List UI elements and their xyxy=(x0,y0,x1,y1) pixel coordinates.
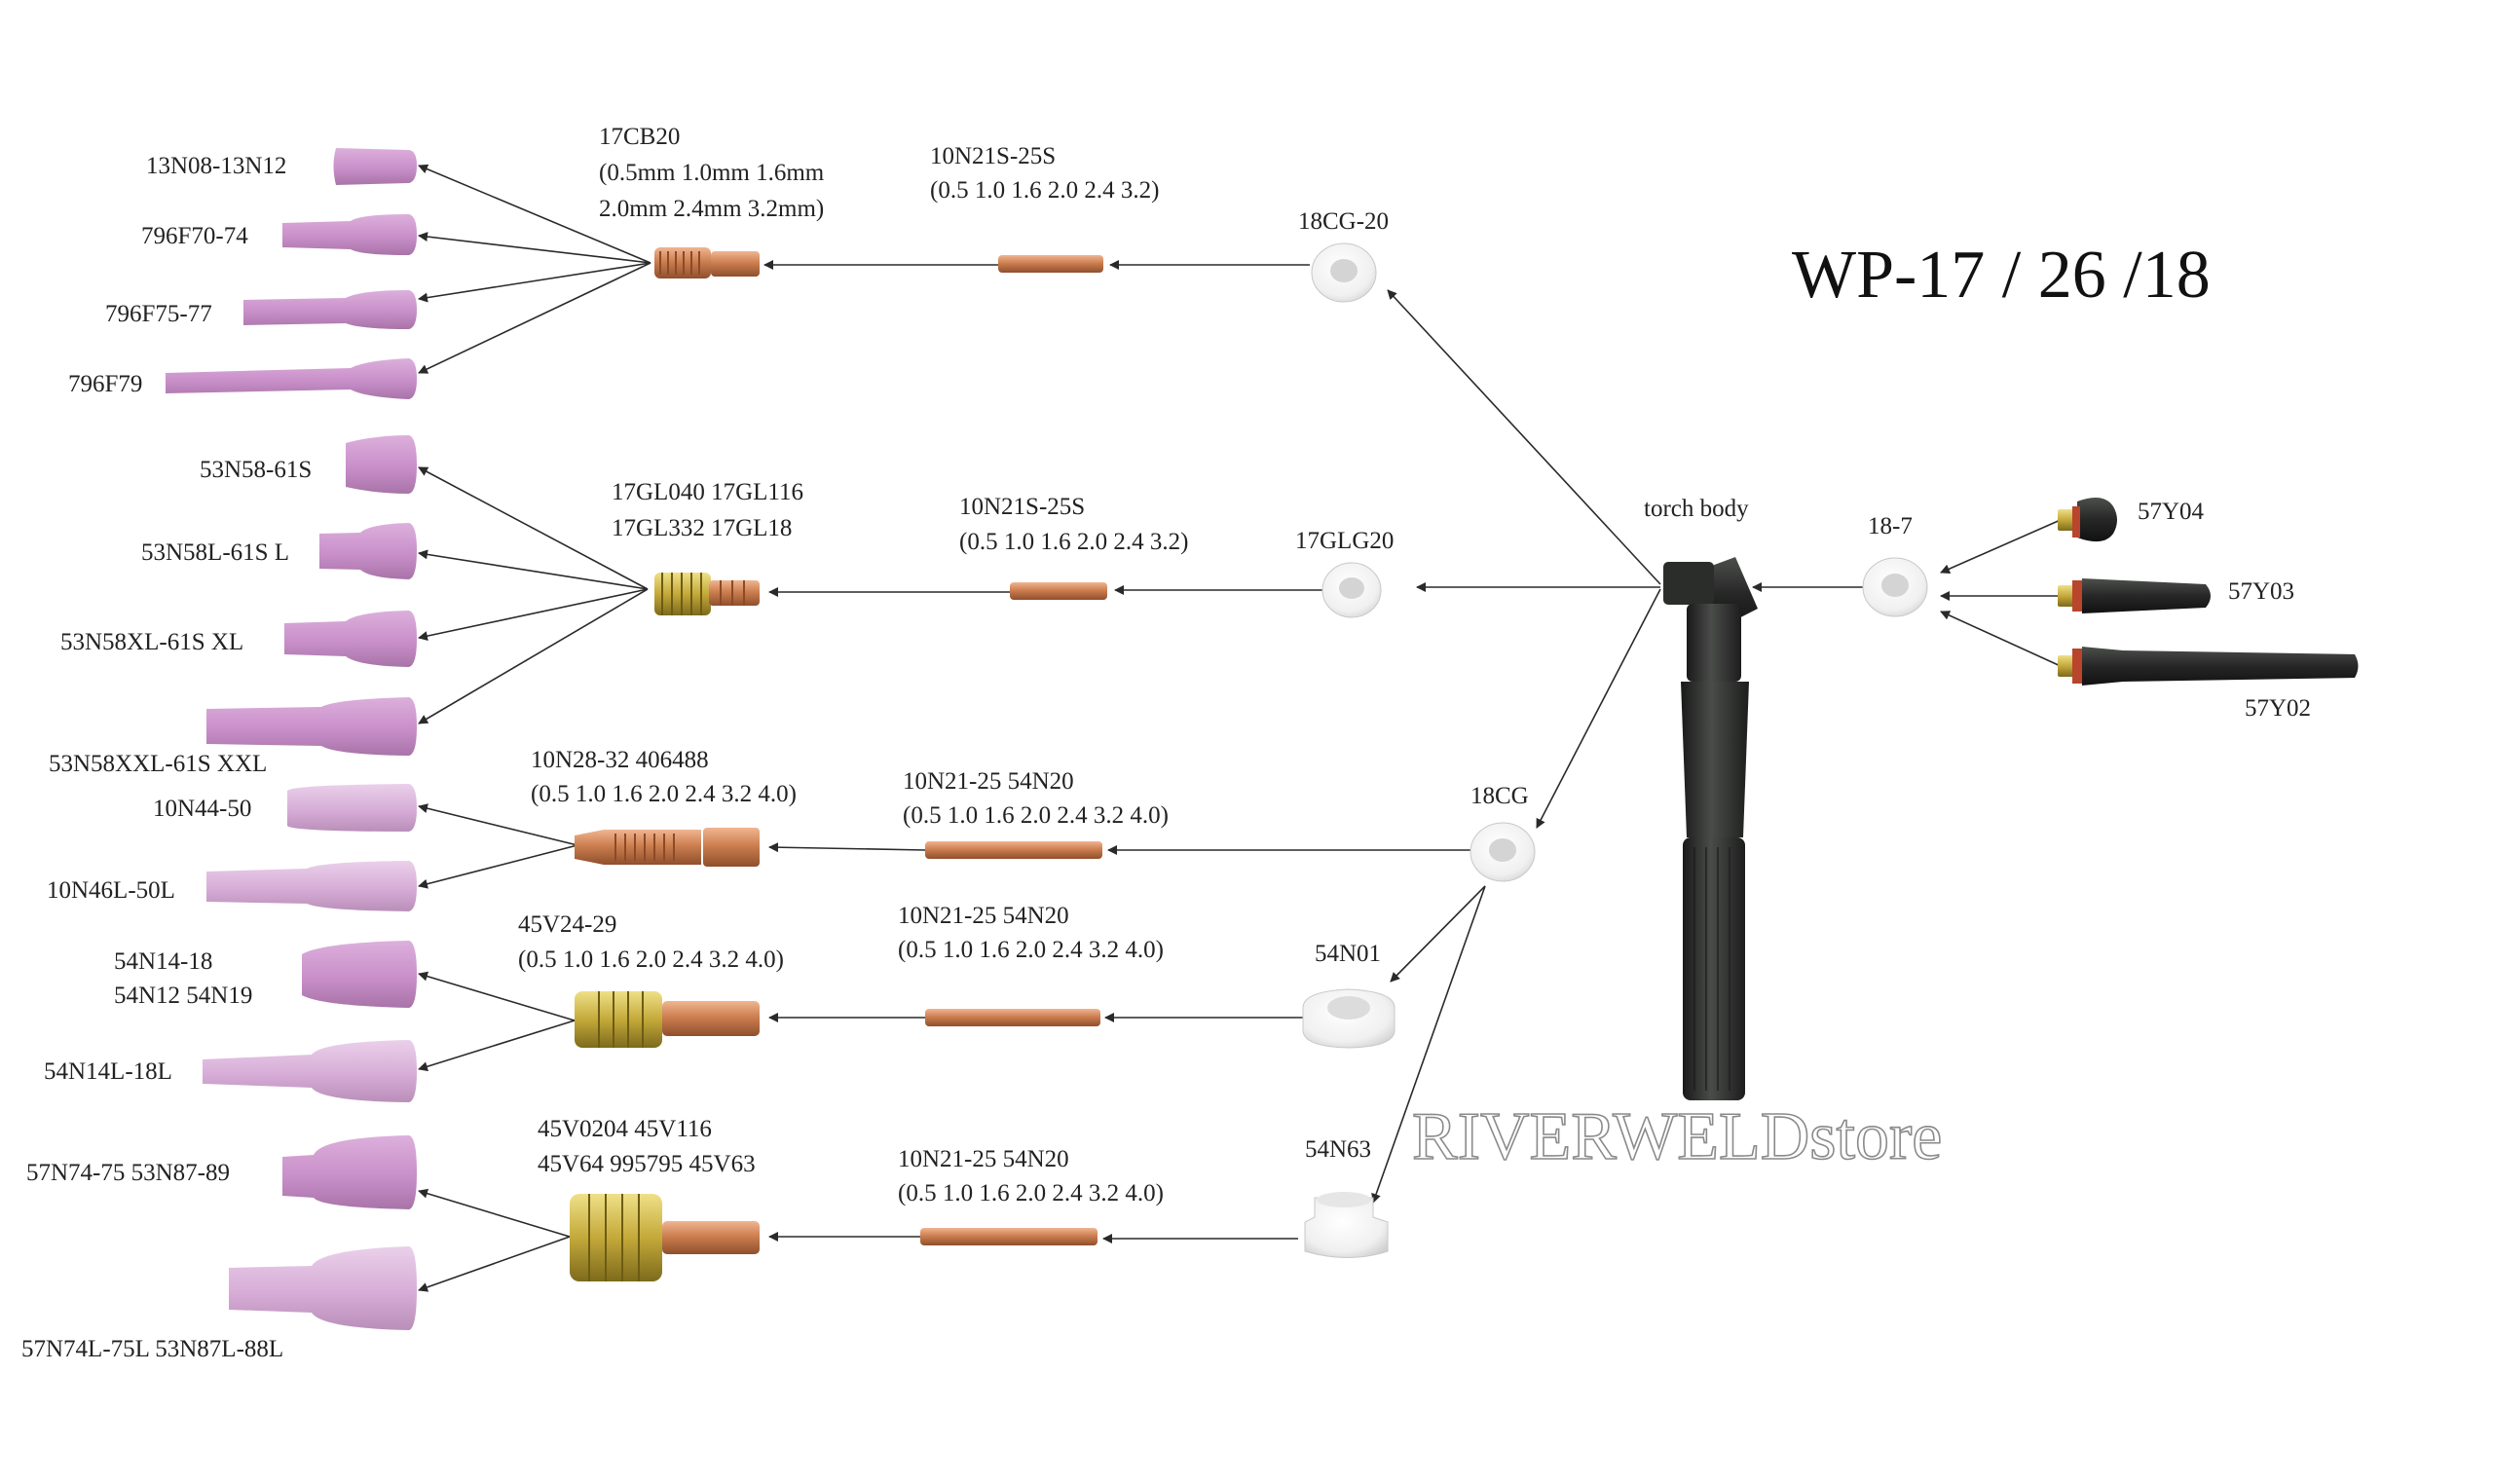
label-10N28: 10N28-32 406488 xyxy=(531,747,709,773)
label-17GLG20: 17GLG20 xyxy=(1295,528,1394,554)
label-torch-body: torch body xyxy=(1644,496,1749,522)
label-10N44: 10N44-50 xyxy=(153,796,251,822)
collet-4 xyxy=(925,1009,1100,1026)
insulator-18CG xyxy=(1470,822,1536,882)
insulator-54N01 xyxy=(1302,988,1395,1049)
cup-53N58XXL xyxy=(206,697,417,756)
insulator-54N63 xyxy=(1304,1192,1389,1258)
label-53N58XL: 53N58XL-61S XL xyxy=(60,629,243,655)
back-cap-57Y03 xyxy=(2058,578,2211,613)
torch-body xyxy=(1663,557,1758,1100)
cup-57N74 xyxy=(282,1135,417,1209)
back-caps xyxy=(2058,498,2359,686)
back-cap-57Y02 xyxy=(2058,647,2359,686)
cup-10N46L xyxy=(206,861,417,911)
collet-5 xyxy=(920,1228,1098,1245)
label-57N74: 57N74-75 53N87-89 xyxy=(26,1160,230,1186)
label-17CB20-sizes-1: (0.5mm 1.0mm 1.6mm xyxy=(599,160,825,186)
label-collet-1: 10N21S-25S xyxy=(930,143,1056,169)
label-796F75: 796F75-77 xyxy=(105,301,212,327)
label-collet-5: 10N21-25 54N20 xyxy=(898,1146,1069,1172)
label-54N14L: 54N14L-18L xyxy=(44,1058,172,1085)
cup-13N08 xyxy=(333,148,417,185)
label-17CB20: 17CB20 xyxy=(599,124,680,150)
label-53N58: 53N58-61S xyxy=(200,457,312,483)
label-45V0204-2: 45V64 995795 45V63 xyxy=(538,1151,756,1177)
gas-lens-45V0204 xyxy=(570,1194,760,1281)
insulator-18-7 xyxy=(1862,557,1928,617)
collets xyxy=(920,255,1107,1245)
collet-2 xyxy=(1010,582,1107,600)
label-collet-5-sizes: (0.5 1.0 1.6 2.0 2.4 3.2 4.0) xyxy=(898,1180,1164,1206)
cup-796F70 xyxy=(282,214,417,255)
cup-53N58 xyxy=(346,435,417,494)
label-collet-4: 10N21-25 54N20 xyxy=(898,903,1069,929)
collet-bodies xyxy=(570,247,760,1281)
label-796F70: 796F70-74 xyxy=(141,223,248,249)
ceramic-cups xyxy=(166,148,417,1330)
cup-796F75 xyxy=(243,290,417,329)
label-10N28-sizes: (0.5 1.0 1.6 2.0 2.4 3.2 4.0) xyxy=(531,781,797,807)
label-10N46L: 10N46L-50L xyxy=(47,877,175,904)
label-796F79: 796F79 xyxy=(68,371,142,397)
insulator-17GLG20 xyxy=(1321,562,1382,618)
label-collet-4-sizes: (0.5 1.0 1.6 2.0 2.4 3.2 4.0) xyxy=(898,937,1164,963)
label-18CG: 18CG xyxy=(1470,783,1529,809)
label-17CB20-sizes-2: 2.0mm 2.4mm 3.2mm) xyxy=(599,196,824,222)
collet-body-17CB20 xyxy=(654,247,760,278)
label-18-7: 18-7 xyxy=(1868,513,1913,539)
cup-54N14 xyxy=(302,941,417,1008)
label-53N58L: 53N58L-61S L xyxy=(141,539,289,566)
cup-10N44 xyxy=(287,784,417,832)
label-17GL-2: 17GL332 17GL18 xyxy=(612,515,792,541)
label-45V0204-1: 45V0204 45V116 xyxy=(538,1116,712,1142)
label-collet-3: 10N21-25 54N20 xyxy=(903,768,1074,795)
label-collet-1-sizes: (0.5 1.0 1.6 2.0 2.4 3.2) xyxy=(930,177,1159,204)
label-collet-2-sizes: (0.5 1.0 1.6 2.0 2.4 3.2) xyxy=(959,529,1188,555)
gas-lens-45V24 xyxy=(575,991,760,1048)
label-13N08: 13N08-13N12 xyxy=(146,153,286,179)
connector-arrows xyxy=(418,164,2064,1292)
insulator-18CG-20 xyxy=(1311,242,1377,303)
label-54N12: 54N12 54N19 xyxy=(114,983,252,1009)
label-57Y04: 57Y04 xyxy=(2138,499,2205,525)
gas-lens-17GL xyxy=(654,573,760,615)
label-54N63: 54N63 xyxy=(1305,1136,1371,1163)
label-57Y02: 57Y02 xyxy=(2245,695,2311,722)
label-collet-3-sizes: (0.5 1.0 1.6 2.0 2.4 3.2 4.0) xyxy=(903,802,1169,829)
collet-1 xyxy=(998,255,1103,273)
collet-3 xyxy=(925,841,1102,859)
label-18CG-20: 18CG-20 xyxy=(1298,208,1389,235)
cup-54N14L xyxy=(203,1040,417,1102)
label-45V24: 45V24-29 xyxy=(518,911,616,938)
back-cap-57Y04 xyxy=(2058,498,2117,542)
label-45V24-sizes: (0.5 1.0 1.6 2.0 2.4 3.2 4.0) xyxy=(518,946,784,973)
label-57Y03: 57Y03 xyxy=(2228,578,2294,605)
label-53N58XXL: 53N58XXL-61S XXL xyxy=(49,751,267,777)
cup-57N74L xyxy=(229,1246,417,1330)
cup-53N58L xyxy=(319,523,417,579)
label-17GL-1: 17GL040 17GL116 xyxy=(612,479,803,505)
collet-body-10N28 xyxy=(575,828,760,867)
watermark: RIVERWELDstore xyxy=(1412,1099,1942,1174)
label-54N14: 54N14-18 xyxy=(114,948,212,975)
cup-796F79 xyxy=(166,358,417,399)
cup-53N58XL xyxy=(284,611,417,667)
diagram-title: WP-17 / 26 /18 xyxy=(1792,238,2211,313)
insulators xyxy=(1302,242,1928,1258)
label-54N01: 54N01 xyxy=(1315,941,1381,967)
label-57N74L: 57N74L-75L 53N87L-88L xyxy=(21,1336,283,1362)
label-collet-2: 10N21S-25S xyxy=(959,494,1085,520)
labels: WP-17 / 26 /18 RIVERWELDstore 13N08-13N1… xyxy=(21,124,2311,1362)
